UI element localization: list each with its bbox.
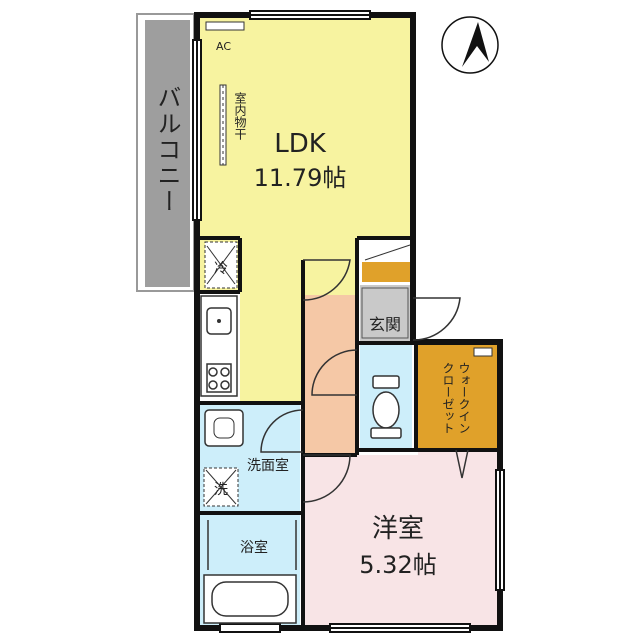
shoe-cabinet — [362, 262, 410, 282]
balcony-label: バルコニー — [153, 85, 181, 215]
entrance-step — [361, 287, 409, 339]
toilet-door — [311, 349, 358, 396]
bedroom-door — [302, 454, 351, 503]
ldk-name: LDK — [274, 129, 327, 159]
entrance-door — [412, 297, 461, 341]
walk-in-closet — [418, 345, 498, 448]
ac-unit — [205, 21, 245, 31]
closet-door — [455, 449, 469, 479]
drying-label: 室内物干 — [233, 91, 247, 140]
shoebox-door — [364, 244, 411, 261]
windows — [192, 10, 505, 633]
bathroom-label: 浴室 — [240, 539, 268, 556]
ac-label: AC — [216, 40, 231, 53]
toilet-fixture — [370, 375, 402, 439]
walls — [194, 12, 503, 631]
hall-floor — [305, 295, 357, 455]
closet-shelf — [473, 347, 493, 357]
entrance-floor — [360, 285, 410, 343]
entrance-label: 玄関 — [369, 315, 401, 334]
balcony-floor — [145, 20, 190, 287]
bedroom-name: 洋室 — [372, 514, 424, 544]
ldk-door — [302, 259, 351, 301]
closet-label-2: クローゼット — [441, 362, 455, 434]
closet-label-1: ウォークイン — [457, 362, 471, 434]
washroom-door — [260, 409, 304, 453]
north-arrow-icon — [441, 16, 499, 74]
ldk-room — [200, 18, 410, 403]
bedroom-area: 5.32帖 — [359, 551, 436, 579]
ldk-area: 11.79帖 — [254, 164, 347, 192]
washroom-label: 洗面室 — [247, 457, 289, 474]
inner-walls — [197, 236, 500, 628]
bedroom-room — [303, 450, 500, 625]
washer-label: 洗 — [214, 482, 228, 498]
fridge-label: 冷 — [214, 261, 228, 277]
stove — [206, 363, 232, 393]
